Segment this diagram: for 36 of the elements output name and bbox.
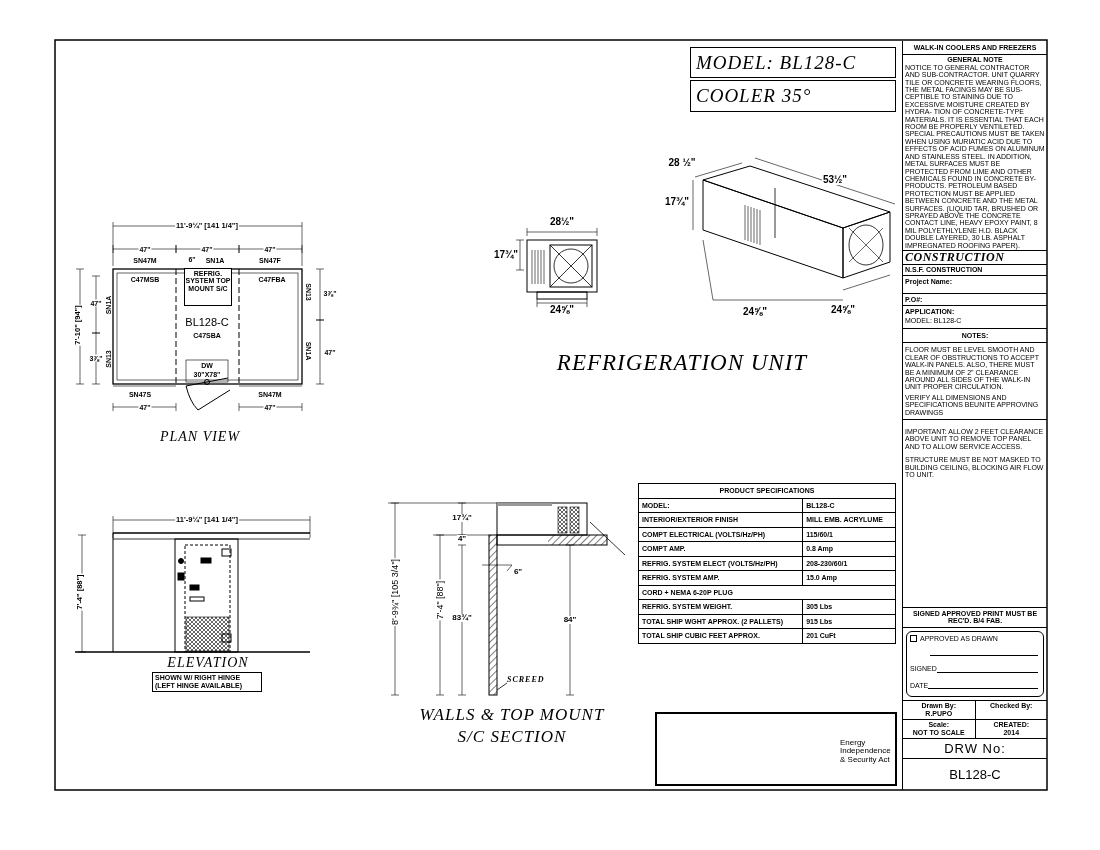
info-panel	[903, 699, 976, 720]
dimension-label: 24⅝"	[741, 307, 769, 317]
info-panel	[903, 265, 1047, 276]
model-label: BL128-C	[184, 316, 230, 328]
dimension-label: 53½"	[821, 175, 849, 185]
model-box: MODEL: BL128-C	[690, 47, 896, 78]
leader-line	[496, 682, 508, 691]
info-panel	[903, 608, 1047, 628]
dimension-label: 7'-4" [88"]	[435, 579, 445, 621]
dimension-label: 17¾"	[492, 250, 520, 260]
drawing-number: BL128-C	[948, 767, 1002, 782]
drawing-number-heading: DRW No:	[943, 741, 1007, 756]
info-panel	[975, 699, 1047, 720]
model-box: COOLER 35°	[690, 80, 896, 112]
dimension-label: 84"	[562, 616, 578, 624]
info-panel	[903, 719, 976, 739]
info-panel	[975, 719, 1047, 739]
dimension-label: 17¾"	[663, 197, 691, 207]
dimension-label: 6"	[512, 568, 524, 576]
dimension-label: 24⅝"	[829, 305, 857, 315]
wall-section	[488, 534, 498, 696]
dimension-label: 24⅝"	[548, 305, 576, 315]
section-heading-panel	[903, 250, 1047, 266]
dimension-label: 8'-9¾" [105 3/4"]	[390, 557, 400, 627]
dimension-label: 28 ½"	[667, 158, 697, 168]
dimension-label: 83¾"	[451, 614, 473, 622]
view-title: PLAN VIEW	[158, 430, 242, 444]
view-title: ELEVATION	[166, 656, 250, 670]
dimension-label: 28½"	[548, 217, 576, 227]
section-heading: CONSTRUCTION	[905, 250, 1005, 265]
act-name: Energy Independence & Security Act	[839, 739, 893, 765]
dimension-label: 17¾"	[451, 514, 473, 522]
callout-label: SCREED	[507, 675, 545, 684]
dimension-label: 4"	[456, 535, 468, 543]
approval-box	[906, 630, 1044, 697]
view-title: WALLS & TOP MOUNT S/C SECTION	[418, 703, 606, 748]
